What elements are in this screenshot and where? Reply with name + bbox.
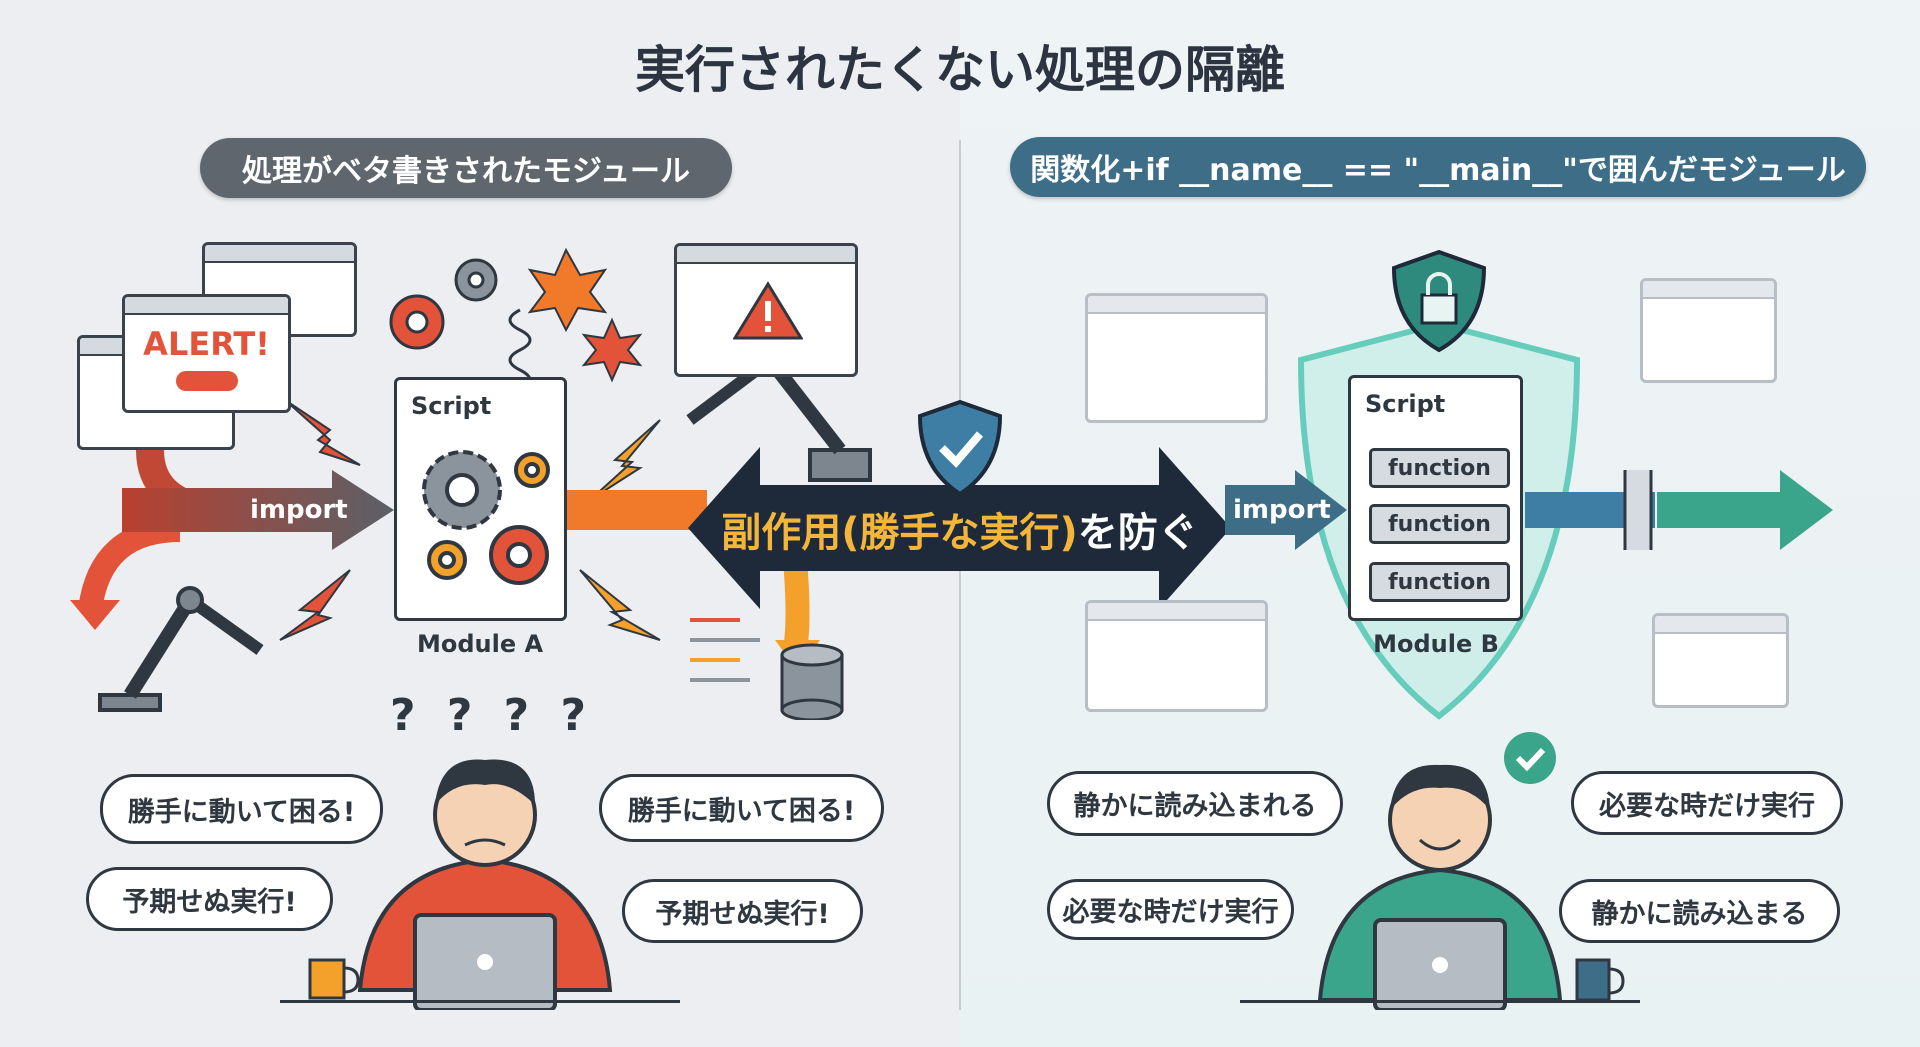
lock-shield-icon <box>1391 250 1487 353</box>
script-module-b: Script function function function <box>1348 375 1523 621</box>
lightning-icon <box>284 399 361 466</box>
code-lines <box>690 618 760 682</box>
divider <box>959 140 961 1010</box>
desk-line <box>1240 1000 1640 1003</box>
script-label: Script <box>1365 390 1446 418</box>
stressed-person <box>357 759 613 1010</box>
script-module-a: Script <box>394 377 567 621</box>
speech-bubble: 予期せぬ実行! <box>86 867 333 931</box>
faded-window <box>1085 600 1268 712</box>
speech-bubble: 予期せぬ実行! <box>622 879 863 943</box>
question-marks: ? ? ? ? <box>390 690 595 741</box>
gear-icon <box>389 294 445 350</box>
check-bubble-icon <box>1504 732 1556 784</box>
gear-icon <box>454 258 498 302</box>
center-message: 副作用(勝手な実行)を防ぐ <box>688 500 1231 558</box>
import-arrow-right <box>1225 470 1833 550</box>
lightning-icon <box>589 419 661 501</box>
lightning-icon <box>579 569 661 641</box>
robot-arm-icon <box>98 586 264 712</box>
faded-window <box>1652 613 1789 708</box>
speech-bubble: 静かに読み込まれる <box>1047 771 1343 836</box>
speech-bubble: 必要な時だけ実行 <box>1047 879 1294 940</box>
burst-icon <box>581 317 643 383</box>
warning-window <box>674 243 858 377</box>
center-suffix: を防ぐ <box>1077 510 1198 556</box>
right-header: 関数化+if __name__ == "__main__"で囲んだモジュール <box>1010 137 1866 197</box>
import-label-right: import <box>1233 495 1331 525</box>
module-a-label: Module A <box>416 630 544 658</box>
center-double-arrow <box>688 447 1231 609</box>
calm-person <box>1317 764 1563 1010</box>
database-icon <box>780 643 844 720</box>
faded-window <box>1640 278 1777 383</box>
alert-window: ALERT! <box>122 294 291 413</box>
speech-bubble: 勝手に動いて困る! <box>100 774 383 844</box>
gears-icon <box>422 450 550 585</box>
module-b-label: Module B <box>1373 630 1499 658</box>
function-block: function <box>1369 562 1510 602</box>
lightning-icon <box>279 569 351 641</box>
center-highlight: 副作用(勝手な実行) <box>721 510 1078 556</box>
alert-text: ALERT! <box>143 325 270 363</box>
burst-icon <box>527 247 608 333</box>
faded-window <box>1085 293 1268 423</box>
script-label: Script <box>411 392 492 420</box>
speech-bubble: 静かに読み込まる <box>1559 879 1840 943</box>
spring-icon <box>508 308 532 392</box>
shield-check-icon <box>917 399 1003 497</box>
warning-icon <box>733 281 803 340</box>
import-label: import <box>250 495 348 525</box>
speech-bubble: 勝手に動いて困る! <box>599 774 884 842</box>
desk-line <box>280 1000 680 1003</box>
coffee-mug-icon <box>308 958 360 1000</box>
left-header: 処理がベタ書きされたモジュール <box>200 138 732 198</box>
page-title: 実行されたくない処理の隔離 <box>635 41 1285 99</box>
function-block: function <box>1369 504 1510 544</box>
speech-bubble: 必要な時だけ実行 <box>1571 771 1843 835</box>
mug-icon <box>1575 958 1625 1002</box>
function-block: function <box>1369 448 1510 488</box>
alert-button <box>175 371 238 391</box>
import-arrow-left <box>122 470 394 550</box>
